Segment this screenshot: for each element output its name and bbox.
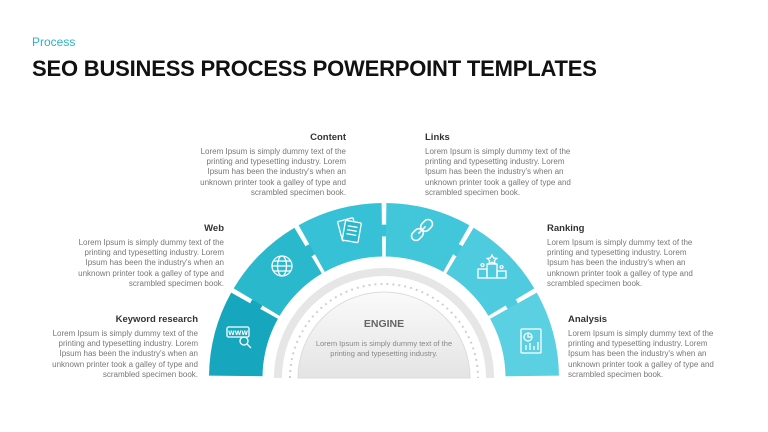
engine-dotted-ring: [289, 283, 479, 379]
step-ranking: Ranking Lorem Ipsum is simply dummy text…: [547, 223, 707, 289]
step-icons: WWW: [226, 217, 542, 354]
arc-segment-keyword-research: [209, 292, 280, 377]
step-web: Web Lorem Ipsum is simply dummy text of …: [64, 223, 224, 289]
chain-link-icon: [410, 218, 434, 242]
step-content: Content Lorem Ipsum is simply dummy text…: [186, 132, 346, 198]
step-title: Content: [310, 132, 346, 143]
engine-title: ENGINE: [363, 318, 405, 330]
documents-icon: [337, 217, 362, 244]
chart-report-icon: [520, 328, 542, 354]
page-title: SEO BUSINESS PROCESS POWERPOINT TEMPLATE…: [32, 56, 597, 81]
step-text: Lorem Ipsum is simply dummy text of the …: [425, 147, 571, 197]
arc-segment-links: [385, 203, 470, 274]
step-title: Analysis: [568, 314, 608, 325]
section-label: Process: [32, 35, 76, 49]
engine-core: [274, 268, 494, 379]
step-text: Lorem Ipsum is simply dummy text of the …: [52, 329, 198, 379]
arc-segment-ranking: [445, 227, 535, 317]
step-title: Web: [204, 223, 224, 234]
arc-segment-analysis: [488, 292, 559, 377]
step-title: Ranking: [547, 223, 585, 234]
svg-text:WWW: WWW: [228, 330, 248, 337]
step-analysis: Analysis Lorem Ipsum is simply dummy tex…: [568, 314, 728, 380]
step-title: Links: [425, 132, 450, 143]
engine-core-shape: [297, 291, 471, 379]
engine-text: Lorem Ipsum is simply dummy text of the …: [315, 339, 453, 358]
step-text: Lorem Ipsum is simply dummy text of the …: [78, 238, 224, 288]
step-title: Keyword research: [115, 314, 198, 325]
inner-divider-ring: [262, 256, 506, 379]
step-links: Links Lorem Ipsum is simply dummy text o…: [425, 132, 585, 198]
step-keyword-research: Keyword research Lorem Ipsum is simply d…: [38, 314, 198, 380]
step-text: Lorem Ipsum is simply dummy text of the …: [547, 238, 693, 288]
podium-icon: [477, 253, 507, 279]
step-text: Lorem Ipsum is simply dummy text of the …: [200, 147, 346, 197]
arc-segment-content: [298, 203, 383, 274]
www-search-icon: WWW: [226, 326, 252, 349]
step-text: Lorem Ipsum is simply dummy text of the …: [568, 329, 714, 379]
globe-icon: [271, 255, 293, 277]
